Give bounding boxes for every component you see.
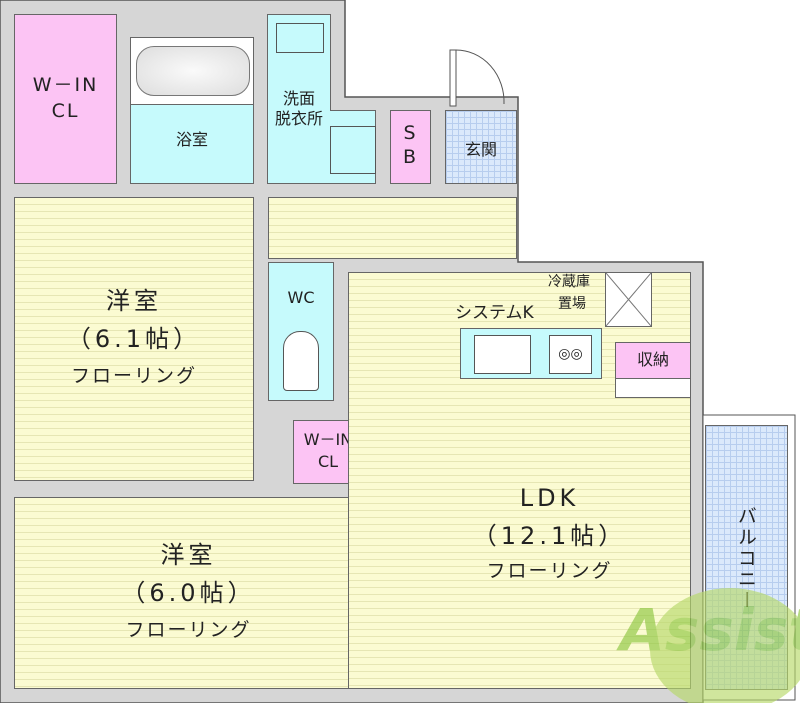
- washroom-extension: [330, 110, 376, 184]
- fridge-space-label-1: 冷蔵庫: [548, 274, 590, 290]
- hallway: [268, 197, 517, 259]
- washroom: [267, 14, 331, 184]
- western-room-2-floor: フローリング: [125, 619, 252, 641]
- western-room-2-size: （6.0帖）: [121, 579, 256, 607]
- western-room-1-size: （6.1帖）: [66, 325, 202, 353]
- ldk-floor: フローリング: [486, 560, 613, 582]
- bathroom: 浴室: [130, 104, 254, 184]
- western-room-1-name: 洋室: [106, 287, 162, 315]
- shoe-box-label-1: S: [403, 122, 418, 144]
- toilet-icon: [283, 331, 319, 391]
- fridge-space: [605, 272, 652, 327]
- western-room-2-name: 洋室: [160, 541, 217, 569]
- walkin-closet-1-label-2: CL: [51, 100, 80, 122]
- washing-machine-icon: [330, 126, 376, 174]
- fridge-space-label-2: 置場: [558, 296, 586, 312]
- washroom-label-1: 洗面: [282, 89, 315, 108]
- western-room-1: 洋室 （6.1帖） フローリング: [14, 197, 254, 481]
- kitchen-counter: ◎◎: [460, 328, 602, 379]
- shoe-box: S B: [390, 110, 431, 184]
- bathtub-icon: [136, 46, 250, 96]
- washroom-label-2: 脱衣所: [274, 109, 323, 128]
- wash-basin-icon: [276, 23, 324, 53]
- entrance-door-icon[interactable]: [448, 48, 518, 108]
- storage: 収納: [615, 342, 691, 379]
- western-room-2: 洋室 （6.0帖） フローリング: [14, 497, 363, 689]
- entrance-label: 玄関: [464, 140, 497, 159]
- stove-icon: ◎◎: [549, 335, 592, 374]
- sink-icon: [474, 335, 531, 374]
- fridge-x-icon: [606, 273, 651, 326]
- balcony-label: バルコニー: [734, 506, 757, 611]
- toilet-label: WC: [287, 288, 315, 307]
- western-room-1-floor: フローリング: [70, 365, 197, 387]
- bathroom-label: 浴室: [175, 130, 208, 149]
- shoe-box-label-2: B: [402, 146, 419, 168]
- walkin-closet-2-label-1: W－IN: [303, 430, 353, 449]
- ldk-size: （12.1帖）: [472, 522, 627, 550]
- ldk: LDK （12.1帖） フローリング: [348, 272, 691, 689]
- assist-logo-mark: Assist: [616, 588, 800, 703]
- toilet: WC: [268, 262, 334, 401]
- storage-label: 収納: [636, 350, 669, 369]
- bathtub: [130, 37, 254, 105]
- system-kitchen-label: システムK: [455, 303, 534, 323]
- ldk-name: LDK: [519, 484, 580, 512]
- svg-text:Assist: Assist: [616, 596, 800, 664]
- assist-logo: Assist: [610, 540, 800, 703]
- walkin-closet-1-label-1: W－IN: [32, 74, 99, 96]
- walkin-closet-1: W－IN CL: [14, 14, 117, 184]
- walkin-closet-2-label-2: CL: [317, 452, 339, 471]
- entrance: 玄関: [445, 110, 517, 184]
